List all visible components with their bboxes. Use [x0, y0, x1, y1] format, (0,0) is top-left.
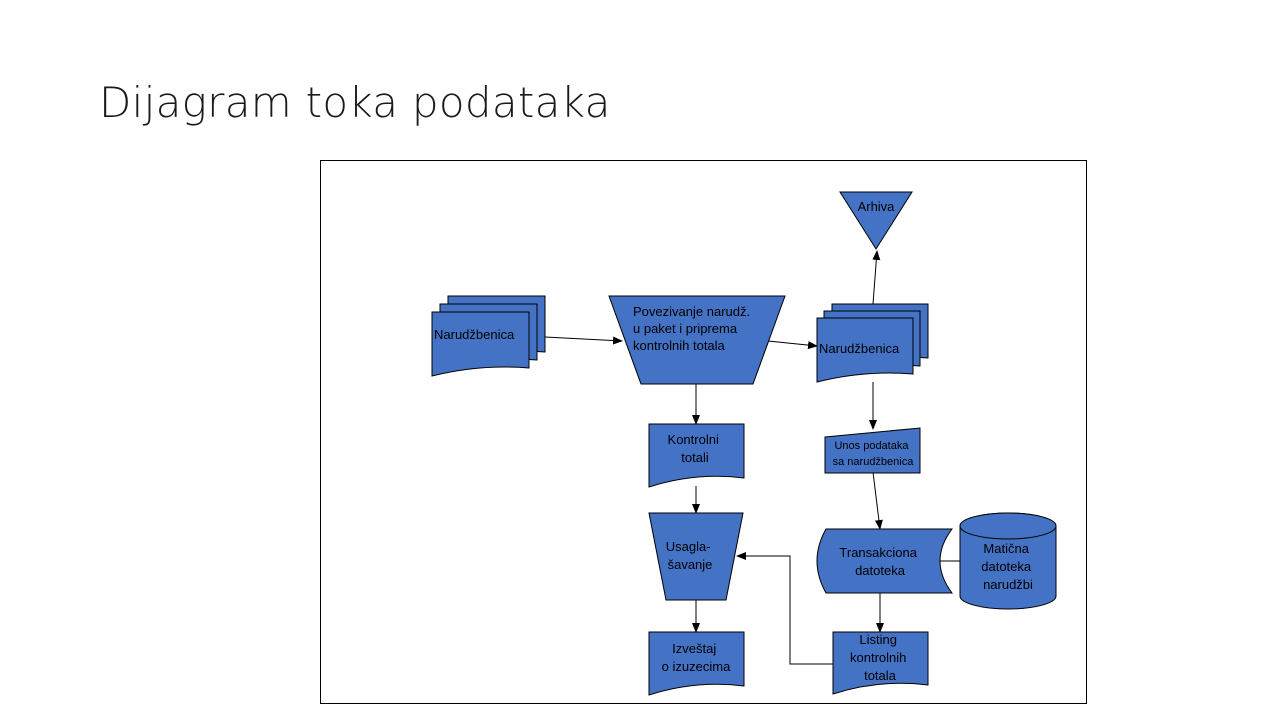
node-narudzbenica-input-label: Narudžbenica — [434, 327, 515, 342]
connector-unos-to-transakciona — [872, 471, 883, 530]
connector-listing-to-usaglasavanje — [736, 552, 833, 665]
slide-title: Dijagram toka podataka — [99, 78, 611, 127]
connector-povezivanje-to-narudzbenica — [767, 340, 818, 350]
node-povezivanje: Povezivanje narudž. u paket i priprema k… — [608, 295, 786, 385]
node-narudzbenica-output-label: Narudžbenica — [819, 341, 900, 356]
node-usaglasavanje-label: Usagla- šavanje — [666, 539, 714, 572]
node-unos-podataka-label: Unos podataka sa narudžbenica — [833, 440, 915, 468]
connector-narudzbenica-to-povezivanje — [544, 336, 623, 345]
node-arhiva: Arhiva — [839, 191, 913, 250]
node-listing-label: Listing kontrolnih totala — [850, 632, 910, 683]
node-unos-podataka: Unos podataka sa narudžbenica — [824, 427, 921, 474]
diagram-frame — [320, 160, 1087, 704]
connector-narudzbenica-to-arhiva — [872, 250, 881, 305]
node-narudzbenica-input: Narudžbenica — [431, 295, 546, 377]
node-narudzbenica-output: Narudžbenica — [816, 303, 929, 383]
node-transakciona-datoteka-label: Transakciona datoteka — [839, 545, 920, 578]
node-transakciona-datoteka: Transakciona datoteka — [816, 528, 953, 594]
node-usaglasavanje: Usagla- šavanje — [648, 512, 744, 601]
node-maticna-datoteka: Matična datoteka narudžbi — [959, 512, 1057, 610]
node-kontrolni-totali-label: Kontrolni totali — [668, 432, 723, 465]
node-izvestaj: Izveštaj o izuzecima — [648, 631, 745, 696]
node-povezivanje-label: Povezivanje narudž. u paket i priprema k… — [633, 304, 754, 353]
node-arhiva-label: Arhiva — [858, 199, 896, 214]
connectors — [544, 250, 960, 665]
node-izvestaj-label: Izveštaj o izuzecima — [662, 641, 731, 674]
node-maticna-datoteka-label: Matična datoteka narudžbi — [981, 541, 1035, 592]
node-kontrolni-totali: Kontrolni totali — [648, 423, 745, 488]
node-listing: Listing kontrolnih totala — [832, 631, 929, 695]
